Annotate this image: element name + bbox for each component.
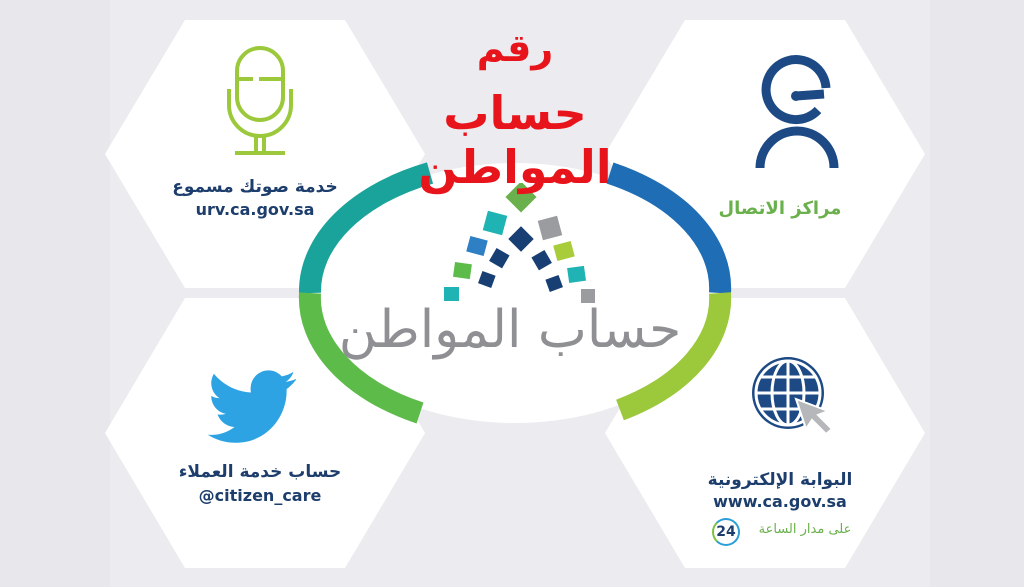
microphone-icon <box>227 46 293 155</box>
e-portal-title: البوابة الإلكترونية <box>707 470 853 490</box>
twitter-handle-link[interactable]: @citizen_care <box>198 486 322 505</box>
page-title-line2: حساب المواطن <box>418 86 612 194</box>
twitter-support-title: حساب خدمة العملاء <box>178 462 342 482</box>
background-shape <box>0 0 110 587</box>
twitter-bird-icon <box>207 370 296 443</box>
background-shape <box>930 0 1024 587</box>
e-portal-link[interactable]: www.ca.gov.sa <box>713 492 847 511</box>
voice-service-link[interactable]: urv.ca.gov.sa <box>195 200 315 219</box>
logo-wordmark: حساب المواطن <box>338 300 682 360</box>
24-hour-badge: 24 <box>712 518 740 546</box>
contact-centers-title: مراكز الاتصال <box>718 198 842 219</box>
page-title-line1: رقم <box>476 26 554 70</box>
logo-ring <box>298 162 732 424</box>
voice-service-title: خدمة صوتك مسموع <box>172 177 338 197</box>
globe-cursor-icon <box>752 357 834 435</box>
around-the-clock-text: على مدار الساعة <box>758 522 852 537</box>
headset-agent-icon <box>755 55 839 169</box>
citizen-account-logo-icon <box>444 183 595 303</box>
